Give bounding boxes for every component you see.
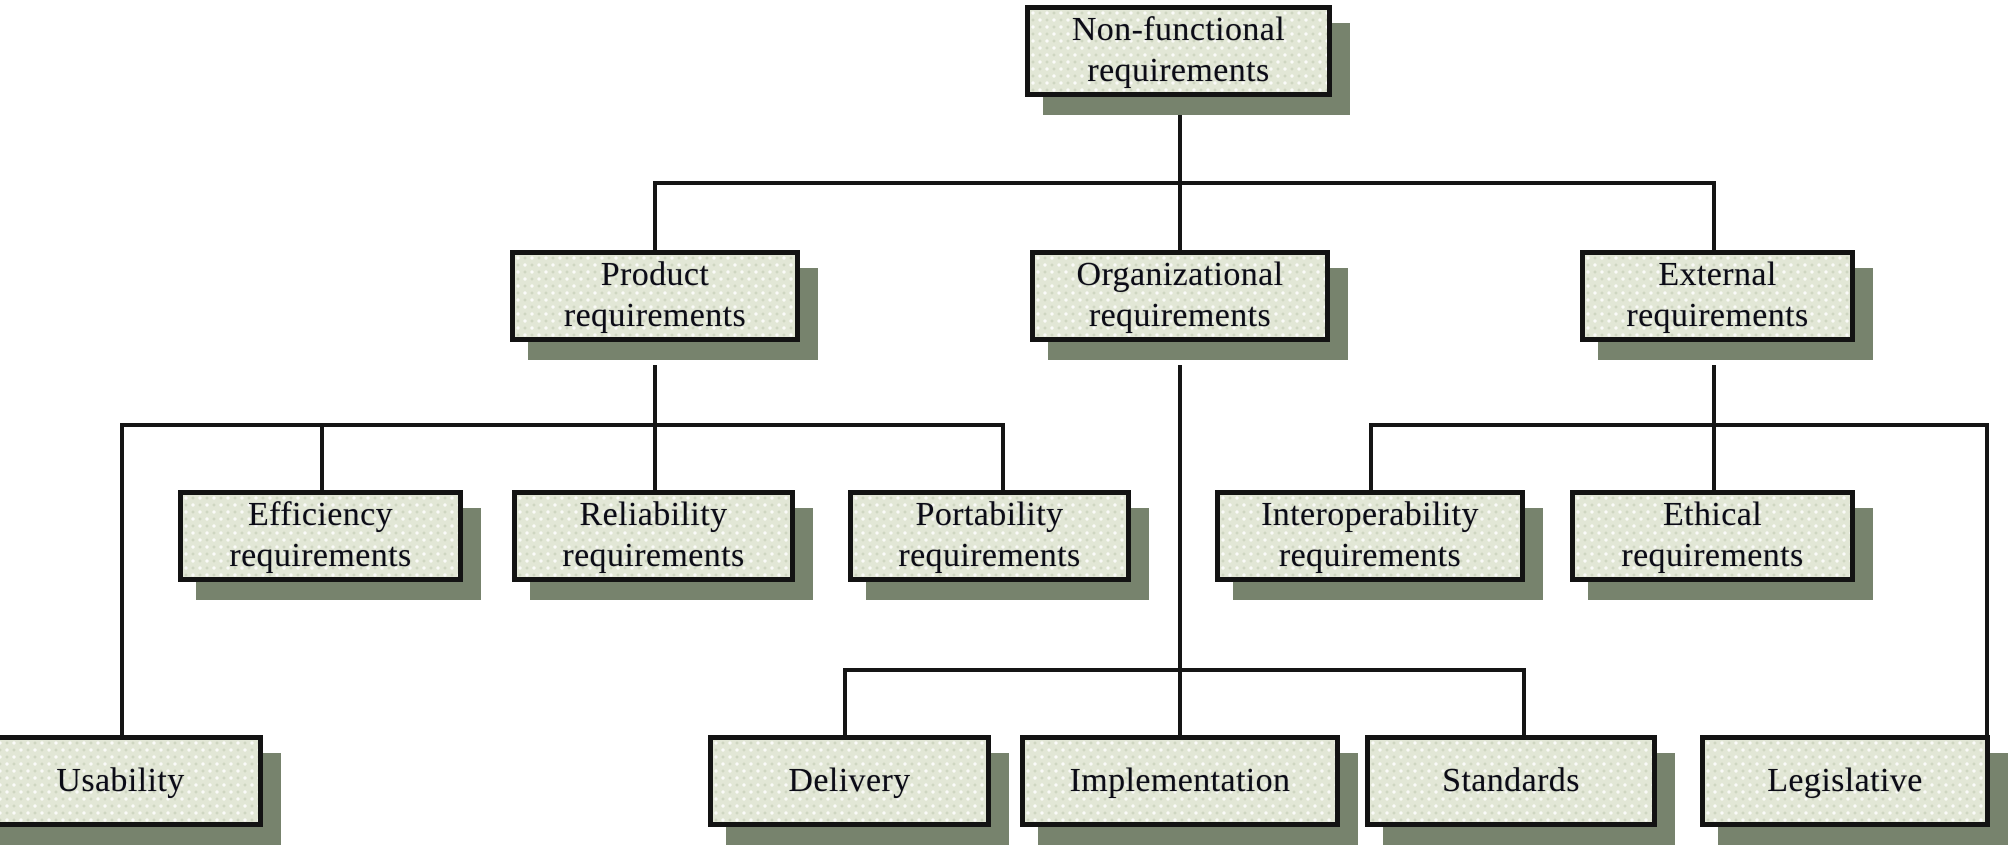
node-box[interactable]: External requirements bbox=[1580, 250, 1855, 342]
node-reliability-requirements[interactable]: Reliability requirements bbox=[512, 490, 813, 600]
edge-external-stem bbox=[1712, 365, 1716, 427]
node-box[interactable]: Portability requirements bbox=[848, 490, 1131, 582]
node-label: Implementation bbox=[1069, 762, 1291, 800]
node-efficiency-requirements[interactable]: Efficiency requirements bbox=[178, 490, 481, 600]
edge-drop-legislative-long bbox=[1985, 423, 1989, 735]
node-standards-requirements[interactable]: Standards bbox=[1365, 735, 1675, 845]
edge-drop-external bbox=[1712, 181, 1716, 253]
node-ethical-requirements[interactable]: Ethical requirements bbox=[1570, 490, 1873, 600]
node-box[interactable]: Ethical requirements bbox=[1570, 490, 1855, 582]
node-label: External requirements bbox=[1626, 256, 1809, 334]
node-label: Ethical requirements bbox=[1621, 496, 1804, 574]
diagram-canvas: Non-functional requirements Product requ… bbox=[0, 5, 2008, 845]
node-label: Delivery bbox=[788, 762, 911, 800]
edge-organizational-bus bbox=[843, 668, 1526, 672]
edge-drop-standards bbox=[1522, 668, 1526, 738]
edge-drop-organizational bbox=[1178, 181, 1182, 253]
node-usability-requirements[interactable]: Usability bbox=[0, 735, 281, 845]
node-box[interactable]: Standards bbox=[1365, 735, 1657, 827]
node-box[interactable]: Usability bbox=[0, 735, 263, 827]
edge-drop-reliability bbox=[653, 423, 657, 493]
edge-level2-bus bbox=[653, 181, 1716, 185]
node-box[interactable]: Non-functional requirements bbox=[1025, 5, 1332, 97]
node-label: Standards bbox=[1442, 762, 1580, 800]
node-box[interactable]: Organizational requirements bbox=[1030, 250, 1330, 342]
edge-drop-delivery bbox=[843, 668, 847, 738]
node-box[interactable]: Interoperability requirements bbox=[1215, 490, 1525, 582]
node-label: Portability requirements bbox=[898, 496, 1081, 574]
node-organizational-requirements[interactable]: Organizational requirements bbox=[1030, 250, 1348, 360]
node-box[interactable]: Efficiency requirements bbox=[178, 490, 463, 582]
node-non-functional-requirements[interactable]: Non-functional requirements bbox=[1025, 5, 1350, 115]
node-implementation-requirements[interactable]: Implementation bbox=[1020, 735, 1358, 845]
node-label: Legislative bbox=[1767, 762, 1923, 800]
node-label: Product requirements bbox=[563, 256, 747, 334]
edge-drop-product bbox=[653, 181, 657, 253]
node-label: Usability bbox=[56, 762, 185, 800]
node-interoperability-requirements[interactable]: Interoperability requirements bbox=[1215, 490, 1543, 600]
node-box[interactable]: Reliability requirements bbox=[512, 490, 795, 582]
node-box[interactable]: Delivery bbox=[708, 735, 991, 827]
edge-external-bus bbox=[1369, 423, 1989, 427]
node-label: Non-functional requirements bbox=[1071, 11, 1286, 89]
edge-drop-interoperability bbox=[1369, 423, 1373, 493]
node-label: Reliability requirements bbox=[562, 496, 745, 574]
edge-drop-implementation bbox=[1178, 668, 1182, 738]
edge-product-stem bbox=[653, 365, 657, 427]
edge-drop-efficiency bbox=[320, 423, 324, 493]
node-portability-requirements[interactable]: Portability requirements bbox=[848, 490, 1149, 600]
node-legislative-requirements[interactable]: Legislative bbox=[1700, 735, 2008, 845]
node-delivery-requirements[interactable]: Delivery bbox=[708, 735, 1009, 845]
node-label: Interoperability requirements bbox=[1261, 496, 1479, 574]
node-product-requirements[interactable]: Product requirements bbox=[510, 250, 818, 360]
edge-organizational-stem bbox=[1178, 365, 1182, 670]
edge-product-bus bbox=[120, 423, 1005, 427]
node-label: Efficiency requirements bbox=[229, 496, 412, 574]
edge-root-stem bbox=[1178, 95, 1182, 185]
node-external-requirements[interactable]: External requirements bbox=[1580, 250, 1873, 360]
node-box[interactable]: Product requirements bbox=[510, 250, 800, 342]
node-box[interactable]: Implementation bbox=[1020, 735, 1340, 827]
edge-drop-usability-long bbox=[120, 423, 124, 735]
edge-drop-portability bbox=[1001, 423, 1005, 493]
node-box[interactable]: Legislative bbox=[1700, 735, 1990, 827]
edge-drop-ethical bbox=[1712, 423, 1716, 493]
node-label: Organizational requirements bbox=[1076, 256, 1284, 334]
